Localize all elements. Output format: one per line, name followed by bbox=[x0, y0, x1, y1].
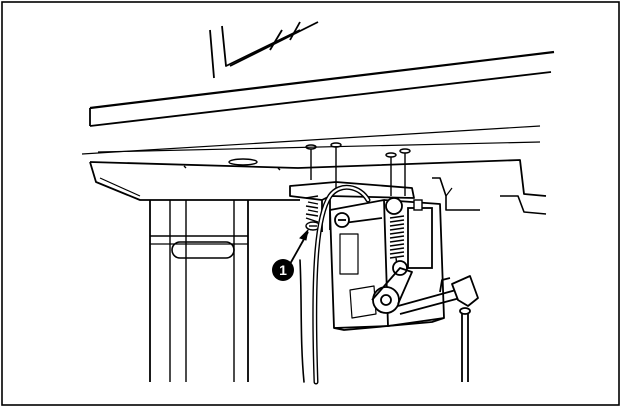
cable bbox=[299, 184, 371, 385]
pedal-rod bbox=[451, 275, 479, 382]
callout-number: 1 bbox=[279, 262, 287, 278]
table-underside bbox=[89, 158, 547, 215]
machine-head bbox=[209, 21, 319, 79]
callout-arrowhead bbox=[299, 228, 309, 241]
table-top bbox=[81, 50, 555, 155]
callout-badge bbox=[272, 259, 294, 281]
spring bbox=[385, 197, 433, 273]
table-stand bbox=[149, 200, 249, 382]
callout: 1 bbox=[272, 228, 309, 281]
